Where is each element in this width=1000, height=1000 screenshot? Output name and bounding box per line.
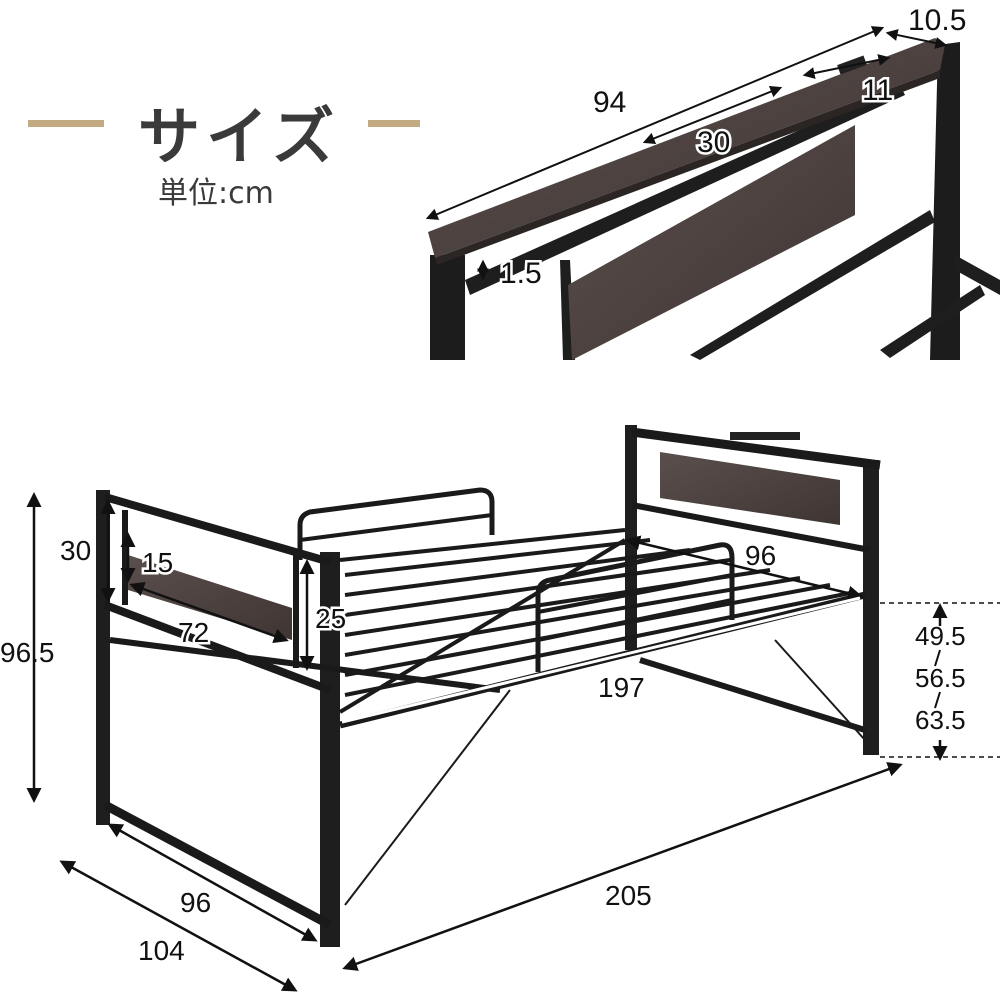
- dim-inner-length: 197: [598, 672, 645, 703]
- dim-deck-height-2: 56.5: [915, 663, 966, 693]
- dim-inner-width: 96: [745, 540, 776, 571]
- dim-guard-above-deck: 25: [315, 603, 346, 634]
- dim-guard-panel-width: 72: [178, 617, 209, 648]
- dim-deck-height-1: 49.5: [915, 621, 966, 651]
- decorative-line-right: [368, 120, 444, 127]
- dim-outer-width: 104: [138, 935, 185, 966]
- dim-outer-length: 205: [605, 880, 652, 911]
- page-title: サイズ: [138, 100, 341, 173]
- dim-outer-width-inner: 96: [180, 887, 211, 918]
- dim-headboard-width: 94: [593, 86, 626, 119]
- unit-label: 単位:cm: [158, 176, 274, 211]
- title-row: サイズ: [0, 80, 470, 173]
- headboard-closeup: 94 10.5 30 11 1.5: [420, 0, 1000, 360]
- dimension-labels: 96.5 30 15 72 25 96 197 49.5 56.5 63.5 9…: [0, 535, 966, 966]
- dim-outlet: 11: [862, 74, 893, 107]
- dim-total-height: 96.5: [0, 637, 55, 668]
- decorative-line-left: [28, 120, 104, 127]
- dim-deck-height-3: 63.5: [915, 705, 966, 735]
- dim-guard-height: 30: [60, 535, 91, 566]
- dim-shelf-slot: 30: [697, 126, 730, 159]
- dim-guard-panel-height: 15: [142, 547, 173, 578]
- dimension-lines: [26, 492, 1000, 992]
- dim-headboard-depth: 10.5: [908, 4, 966, 37]
- dim-shelf-thickness: 1.5: [500, 257, 542, 290]
